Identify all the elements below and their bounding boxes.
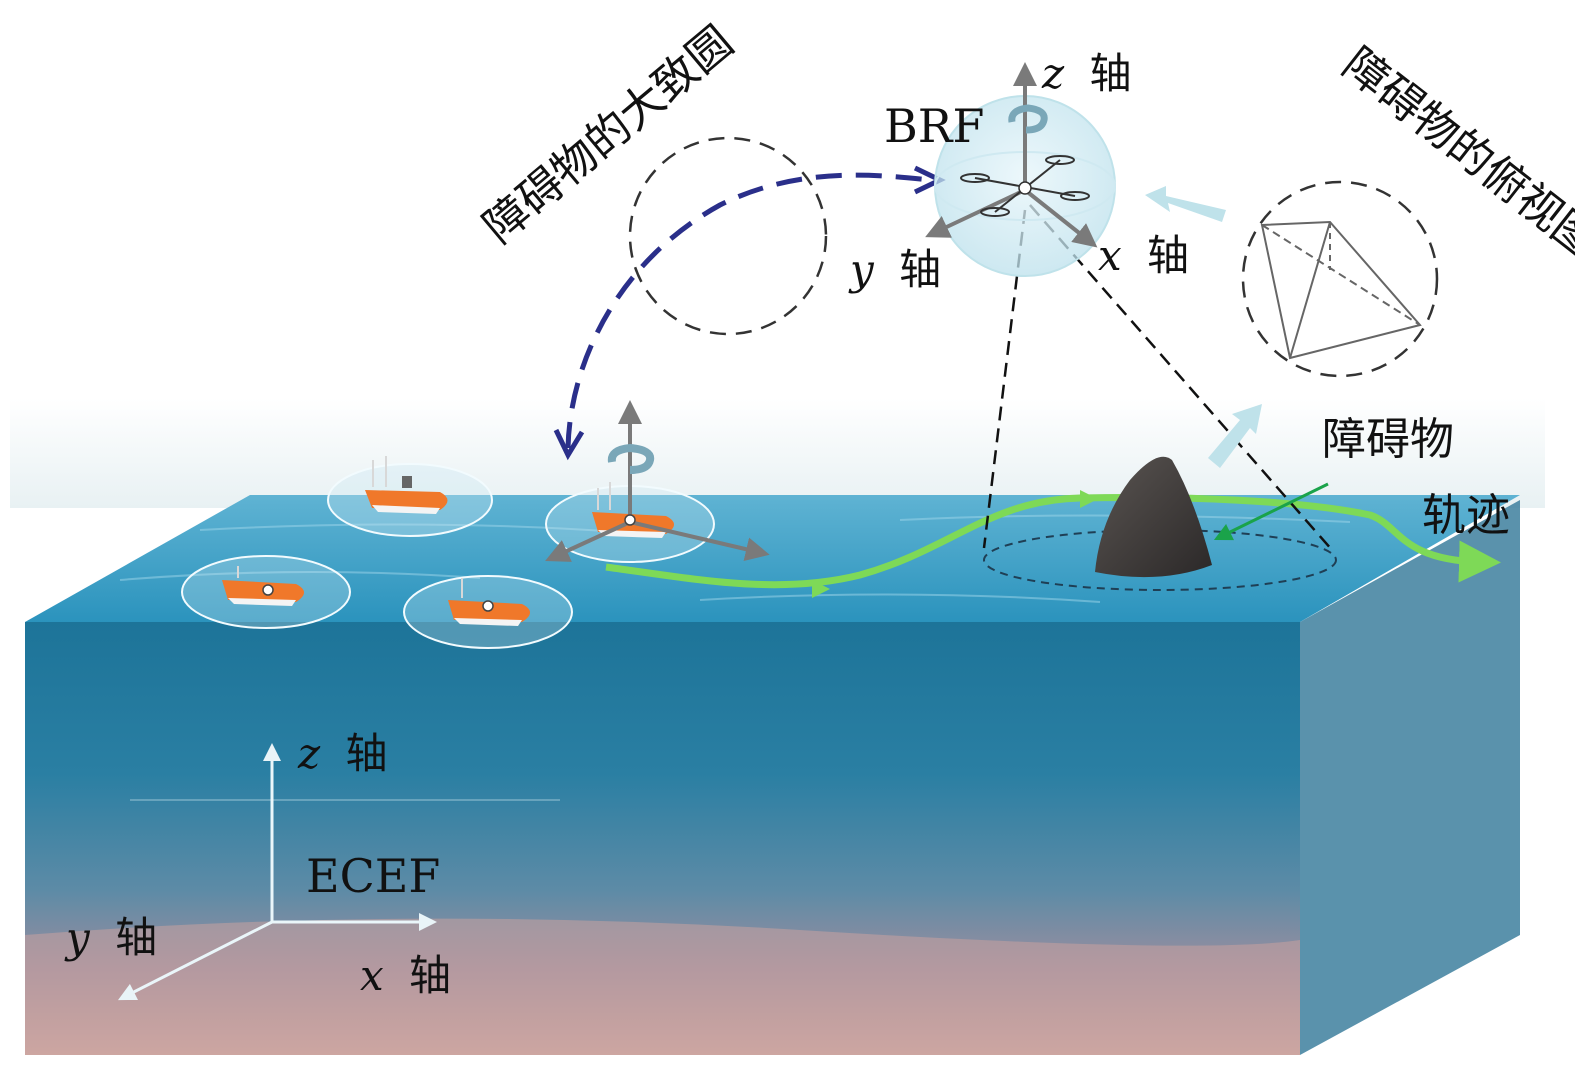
label-obstacle-topview: 障碍物的俯视图 [1333, 38, 1575, 268]
label-drone-y-var: y [848, 245, 875, 294]
label-drone-y-word: 轴 [899, 245, 941, 294]
label-ecef-y-var: y [64, 913, 91, 962]
label-ecef-y-word: 轴 [115, 913, 157, 962]
label-ecef-x-word: 轴 [409, 951, 451, 1000]
label-obstacle-topview-1: 障碍物的俯视图 [1333, 38, 1575, 268]
trajectory-arrow-mid [812, 580, 830, 598]
obstacle-approx-circle [628, 136, 828, 336]
label-drone-y: y 轴 [848, 245, 941, 294]
ecef-axes [117, 743, 437, 1001]
obstacle-pointer [1213, 482, 1329, 541]
label-ecef-z-var: z [297, 729, 321, 778]
usv-boat-3 [403, 575, 573, 649]
rock-icon [1095, 456, 1212, 578]
usv-boat-2 [181, 555, 351, 629]
drone-rotation-arrow-icon [1008, 104, 1048, 134]
uav-drone [925, 62, 1116, 277]
dashed-arrowhead-bottom [553, 428, 585, 461]
usv-boat-lead [545, 400, 770, 563]
label-drone-x-word: 轴 [1147, 231, 1189, 280]
trajectory-path [605, 494, 1501, 589]
obstacle-topview [1241, 180, 1439, 378]
label-brf: BRF [884, 99, 984, 153]
topview-to-drone-arrow [1145, 186, 1226, 222]
label-obstacle: 障碍物 [1322, 414, 1454, 465]
rotation-arrow-icon [607, 443, 655, 474]
usv-boat-1 [327, 456, 493, 537]
label-ecef-z-word: 轴 [346, 729, 388, 778]
label-trajectory: 轨迹 [1422, 490, 1510, 541]
label-drone-x: x 轴 [1098, 231, 1189, 280]
label-ecef-y: y 轴 [64, 913, 157, 962]
dashed-transfer-arrow [565, 172, 931, 449]
trajectory-arrow-top [1080, 490, 1098, 508]
seabed [25, 918, 1300, 1055]
label-ecef-z: z 轴 [297, 729, 388, 778]
sky-band [10, 398, 1545, 508]
label-drone-z: z 轴 [1041, 49, 1132, 98]
label-obstacle-circle: 障碍物的大致圆 [474, 16, 743, 253]
label-drone-z-word: 轴 [1090, 49, 1132, 98]
ocean-side-face [1300, 500, 1520, 1055]
label-drone-x-var: x [1098, 231, 1122, 280]
label-ecef: ECEF [306, 849, 440, 903]
label-ecef-x: x 轴 [360, 951, 451, 1000]
label-ecef-x-var: x [360, 951, 384, 1000]
label-drone-z-var: z [1041, 49, 1065, 98]
obstacle-to-topview-arrow [1208, 404, 1262, 468]
